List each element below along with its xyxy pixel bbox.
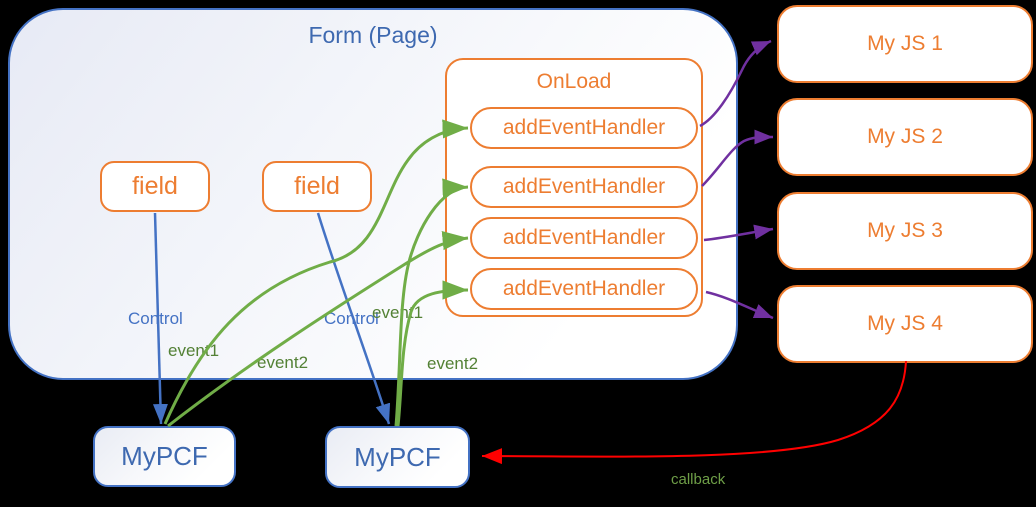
myjs-label: My JS 4 xyxy=(867,312,943,335)
mypcf-label: MyPCF xyxy=(354,441,441,472)
field-box-1: field xyxy=(100,161,210,212)
field-label: field xyxy=(132,172,178,200)
myjs-label: My JS 1 xyxy=(867,32,943,55)
event2-label-2: event2 xyxy=(427,354,479,373)
control-label-2: Control xyxy=(324,309,379,328)
add-event-handler-label: addEventHandler xyxy=(502,116,666,139)
myjs-box-1: My JS 1 xyxy=(777,5,1033,83)
mypcf-label: MyPCF xyxy=(121,441,208,471)
event2-label-1: event2 xyxy=(257,353,309,372)
add-event-handler-label: addEventHandler xyxy=(502,277,666,300)
field-label: field xyxy=(294,172,340,200)
add-event-handler-2: addEventHandler xyxy=(470,166,698,208)
myjs-label: My JS 2 xyxy=(867,125,943,148)
form-page-title: Form (Page) xyxy=(308,22,438,48)
add-event-handler-label: addEventHandler xyxy=(502,175,666,198)
add-event-handler-1: addEventHandler xyxy=(470,107,698,149)
myjs-box-3: My JS 3 xyxy=(777,192,1033,270)
add-event-handler-label: addEventHandler xyxy=(502,226,666,249)
mypcf-box-2: MyPCF xyxy=(325,426,470,488)
control-label-1: Control xyxy=(128,309,183,328)
add-event-handler-4: addEventHandler xyxy=(470,268,698,310)
myjs-label: My JS 3 xyxy=(867,219,943,242)
myjs-box-2: My JS 2 xyxy=(777,98,1033,176)
myjs-box-4: My JS 4 xyxy=(777,285,1033,363)
add-event-handler-3: addEventHandler xyxy=(470,217,698,259)
event1-label-1: event1 xyxy=(168,341,220,360)
event1-label-2: event1 xyxy=(372,303,424,322)
callback-label: callback xyxy=(671,471,726,488)
onload-title: OnLoad xyxy=(536,70,612,93)
field-box-2: field xyxy=(262,161,372,212)
mypcf-box-1: MyPCF xyxy=(93,426,236,487)
